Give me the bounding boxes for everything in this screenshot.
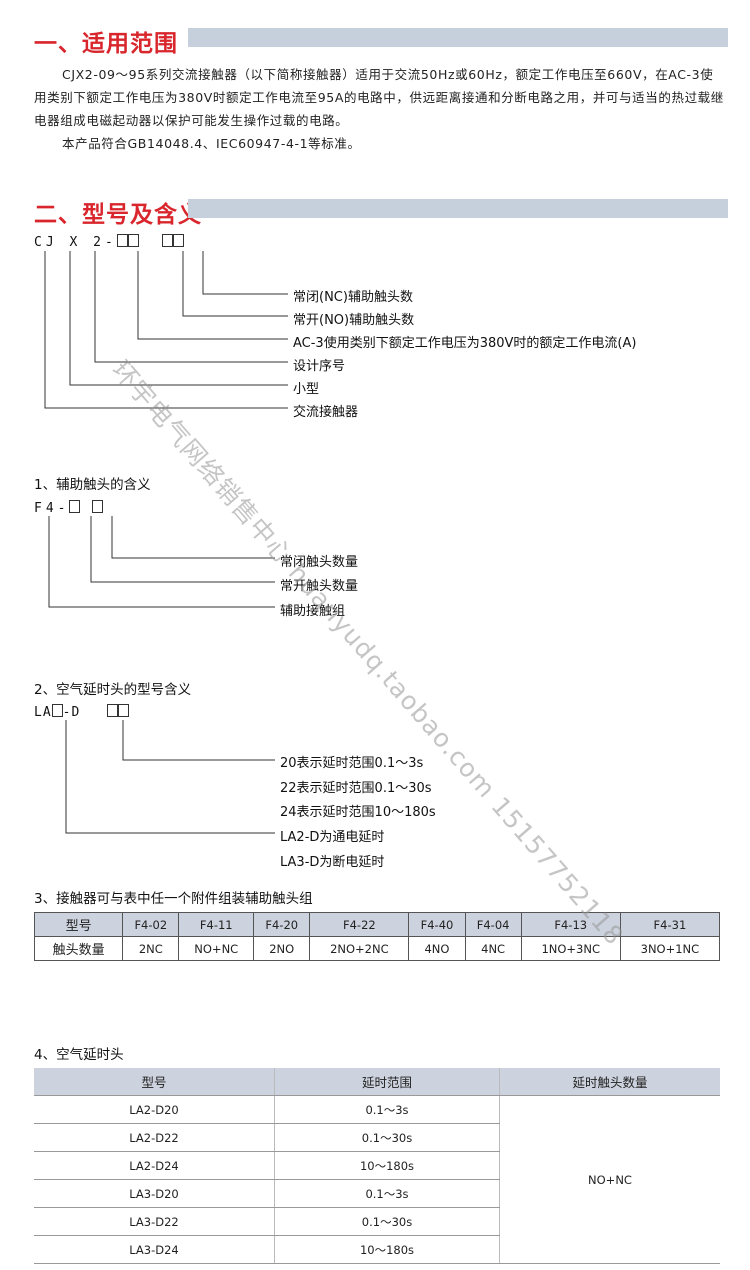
table-header-cell: F4-13 (520, 912, 621, 937)
table-row: LA3-D22 0.1～30s (34, 1207, 720, 1236)
section-bar (188, 28, 728, 47)
connector-line (182, 251, 288, 317)
connector-line (65, 720, 275, 834)
aux-contact-table: 型号 F4-02 F4-11 F4-20 F4-22 F4-40 F4-04 F… (33, 912, 721, 961)
table-header-cell: F4-02 (122, 912, 180, 937)
aux-code-prefix: F4- (34, 501, 70, 516)
table-header-cell: F4-11 (178, 912, 255, 937)
aux-label-nc: 常闭触头数量 (280, 555, 359, 570)
code-box (69, 500, 81, 513)
model-code-prefix: CJ X 2- (34, 235, 117, 250)
table-cell: 4NC (464, 936, 522, 961)
table-cell: LA2-D20 (34, 1095, 275, 1124)
table-cell: 10～180s (274, 1235, 500, 1264)
table-row: LA2-D20 0.1～3s NO+NC (34, 1095, 720, 1264)
model-label-small: 小型 (293, 382, 320, 397)
table-row: LA3-D20 0.1～3s (34, 1179, 720, 1208)
model-label-design: 设计序号 (293, 359, 346, 374)
delay-label-la2: LA2-D为通电延时 (280, 830, 385, 845)
model-label-current: AC-3使用类别下额定工作电压为380V时的额定工作电流(A) (293, 336, 637, 351)
delay-label-24: 24表示延时范围10～180s (280, 805, 436, 820)
table-header-cell: 型号 (33, 912, 124, 937)
code-box (117, 704, 129, 717)
connector-line (202, 251, 288, 295)
table4-title: 4、空气延时头 (34, 1047, 124, 1063)
table-header-cell: 延时触头数量 (499, 1068, 720, 1096)
table-cell: LA2-D24 (34, 1151, 275, 1180)
section-bar (188, 199, 728, 218)
connector-line (48, 516, 275, 608)
table-cell: 4NO (408, 936, 466, 961)
model-code: CJ X 2- (34, 234, 185, 250)
aux-label-group: 辅助接触组 (280, 604, 346, 619)
table-cell: LA3-D24 (34, 1235, 275, 1264)
table-cell: LA2-D22 (34, 1123, 275, 1152)
table-row: LA2-D24 10～180s (34, 1151, 720, 1180)
scope-text: CJX2-09～95系列交流接触器（以下简称接触器）适用于交流50Hz或60Hz… (34, 67, 724, 128)
table-header-cell: F4-31 (619, 912, 721, 937)
delay-label-la3: LA3-D为断电延时 (280, 855, 385, 870)
section-title-model: 二、型号及含义 (34, 202, 202, 228)
table-header-cell: F4-04 (464, 912, 522, 937)
code-box (51, 704, 63, 717)
table-cell-merged: NO+NC (499, 1095, 720, 1264)
table-cell: 0.1～30s (274, 1207, 500, 1236)
table-header-row: 型号 F4-02 F4-11 F4-20 F4-22 F4-40 F4-04 F… (33, 912, 721, 937)
connector-line (111, 516, 275, 559)
code-box (92, 500, 104, 513)
table-cell: 0.1～3s (274, 1179, 500, 1208)
code-box (106, 704, 118, 717)
table-header-cell: F4-22 (309, 912, 410, 937)
connector-line (122, 720, 275, 761)
table-cell: 2NO (253, 936, 311, 961)
scope-paragraph: CJX2-09～95系列交流接触器（以下简称接触器）适用于交流50Hz或60Hz… (34, 63, 726, 155)
connector-line (137, 251, 288, 340)
table-header-cell: F4-20 (253, 912, 311, 937)
table-cell: LA3-D20 (34, 1179, 275, 1208)
table-cell: NO+NC (178, 936, 255, 961)
code-box (127, 234, 139, 247)
delay-code-suffix: -D (62, 705, 81, 720)
code-box (162, 234, 174, 247)
table-cell: LA3-D22 (34, 1207, 275, 1236)
table-row: 触头数量 2NC NO+NC 2NO 2NO+2NC 4NO 4NC 1NO+3… (33, 936, 721, 961)
aux-label-no: 常开触头数量 (280, 579, 359, 594)
code-box (173, 234, 185, 247)
model-label-no: 常开(NO)辅助触头数 (293, 313, 415, 328)
section-title-scope: 一、适用范围 (34, 31, 178, 57)
model-label-nc: 常闭(NC)辅助触头数 (293, 290, 413, 305)
table-row: LA3-D24 10～180s (34, 1235, 720, 1264)
table-row: LA2-D22 0.1～30s (34, 1123, 720, 1152)
delay-code-prefix: LA (34, 705, 52, 720)
delay-label-20: 20表示延时范围0.1～3s (280, 756, 424, 771)
aux-code: F4- (34, 500, 104, 516)
connector-line (90, 516, 275, 583)
code-box (116, 234, 128, 247)
table-header-cell: F4-40 (408, 912, 466, 937)
delay-head-title: 2、空气延时头的型号含义 (34, 682, 192, 698)
table-cell: 2NC (122, 936, 180, 961)
table-cell: 0.1～3s (274, 1095, 500, 1124)
table-cell: 触头数量 (33, 936, 124, 961)
table3-title: 3、接触器可与表中任一个附件组装辅助触头组 (34, 891, 313, 907)
table-cell: 10～180s (274, 1151, 500, 1180)
table-header-row: 型号 延时范围 延时触头数量 (34, 1068, 720, 1096)
delay-label-22: 22表示延时范围0.1～30s (280, 781, 432, 796)
delay-code: LA -D (34, 704, 129, 720)
connector-line (44, 251, 288, 409)
table-cell: 2NO+2NC (309, 936, 410, 961)
connector-line (94, 251, 288, 363)
delay-head-table: 型号 延时范围 延时触头数量 LA2-D20 0.1～3s NO+NC LA2-… (34, 1068, 720, 1264)
standard-text: 本产品符合GB14048.4、IEC60947-4-1等标准。 (62, 136, 361, 151)
aux-contact-title: 1、辅助触头的含义 (34, 477, 151, 493)
table-header-cell: 型号 (34, 1068, 275, 1096)
table-cell: 3NO+1NC (619, 936, 721, 961)
model-label-ac: 交流接触器 (293, 405, 359, 420)
connector-line (69, 251, 288, 386)
table-cell: 0.1～30s (274, 1123, 500, 1152)
table-header-cell: 延时范围 (274, 1068, 500, 1096)
